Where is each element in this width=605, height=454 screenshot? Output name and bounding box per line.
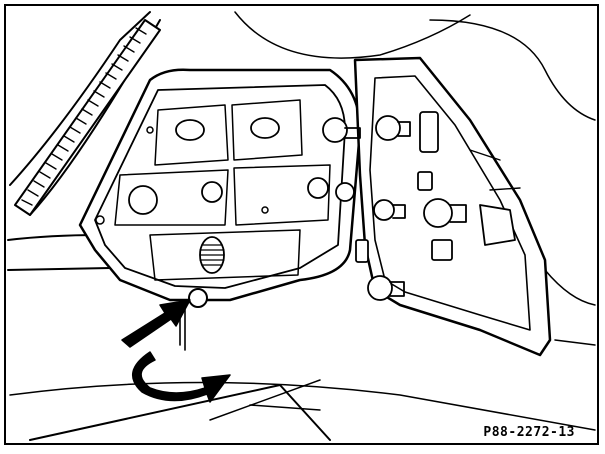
figure-border (4, 4, 599, 445)
tail-light-housing (78, 68, 362, 302)
ribbed-trim-strip (14, 19, 161, 216)
bulbs (322, 111, 516, 301)
push-arrow (121, 299, 191, 348)
bulb-carrier-panel (322, 56, 552, 357)
rotate-arrow (132, 351, 231, 403)
striped-lamp (199, 236, 225, 274)
figure-reference-code: P88-2272-13 (483, 425, 575, 440)
